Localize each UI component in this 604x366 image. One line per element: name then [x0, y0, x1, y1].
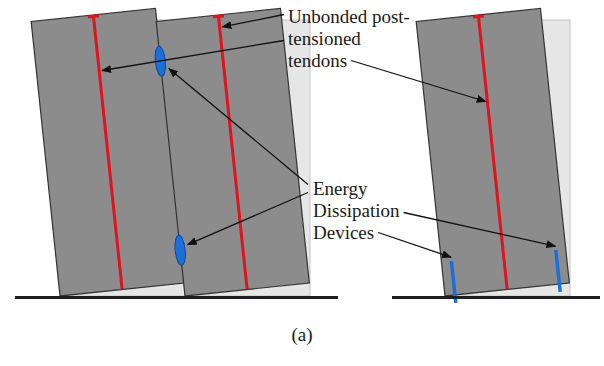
leader-line: [351, 61, 486, 102]
callout-label: Energy Dissipation Devices: [313, 178, 413, 244]
leader-line: [169, 69, 308, 185]
leader-line: [188, 193, 308, 245]
rocking-wall: [31, 8, 184, 296]
leader-line: [378, 233, 451, 258]
tendon: [93, 16, 122, 289]
ground-line: [15, 296, 338, 299]
rocking-wall: [151, 8, 309, 296]
leader-line: [222, 15, 284, 27]
leader-line: [102, 41, 284, 71]
callout-label: Unbonded post-tensioned tendons: [288, 6, 413, 72]
leader-line: [404, 213, 556, 247]
ground-line: [392, 296, 600, 299]
rocking-wall: [416, 8, 570, 304]
damper-device: [556, 250, 560, 292]
figure-tag: (a): [0, 324, 604, 346]
tendon: [478, 16, 507, 289]
damper-device: [174, 235, 187, 266]
tendon: [218, 16, 247, 289]
